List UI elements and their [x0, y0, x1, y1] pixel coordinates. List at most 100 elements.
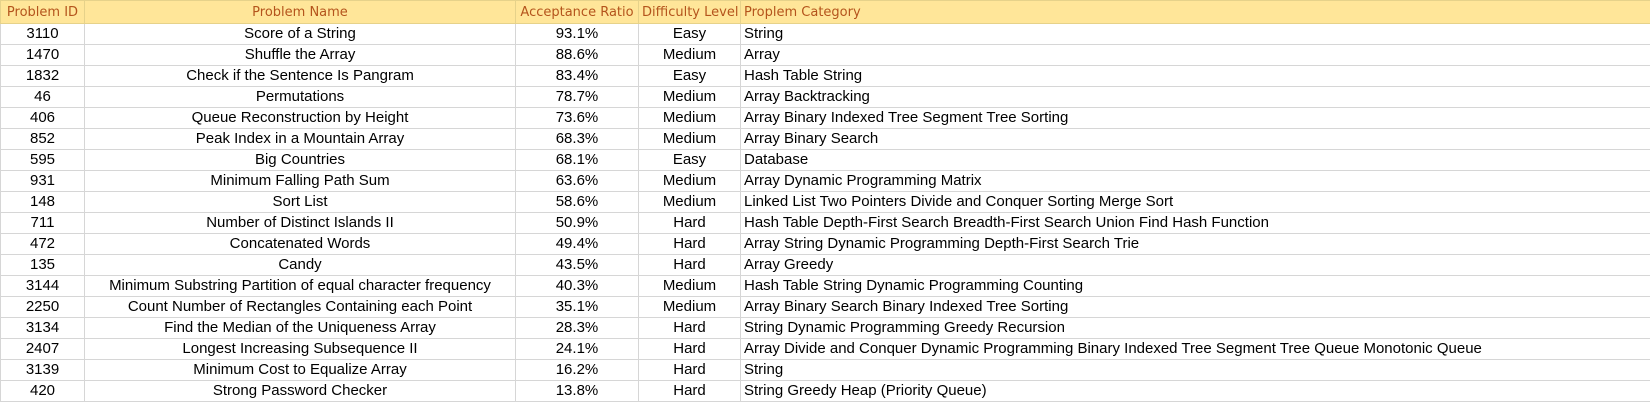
- acceptance-ratio-cell[interactable]: 58.6%: [515, 191, 639, 213]
- problem-name-cell[interactable]: Minimum Cost to Equalize Array: [84, 359, 516, 381]
- problem-name-cell[interactable]: Find the Median of the Uniqueness Array: [84, 317, 516, 339]
- problem-id-cell[interactable]: 3110: [0, 23, 85, 45]
- difficulty-level-cell[interactable]: Easy: [638, 149, 741, 171]
- problem-name-cell[interactable]: Count Number of Rectangles Containing ea…: [84, 296, 516, 318]
- problem-id-cell[interactable]: 2250: [0, 296, 85, 318]
- problem-id-cell[interactable]: 1832: [0, 65, 85, 87]
- problem-name-cell[interactable]: Minimum Falling Path Sum: [84, 170, 516, 192]
- problem-category-cell[interactable]: Array Greedy: [740, 254, 1650, 276]
- problem-id-cell[interactable]: 2407: [0, 338, 85, 360]
- acceptance-ratio-cell[interactable]: 78.7%: [515, 86, 639, 108]
- problem-name-cell[interactable]: Score of a String: [84, 23, 516, 45]
- problem-name-cell[interactable]: Minimum Substring Partition of equal cha…: [84, 275, 516, 297]
- header-problem-name[interactable]: Problem Name: [84, 0, 516, 24]
- problem-name-cell[interactable]: Permutations: [84, 86, 516, 108]
- problem-id-cell[interactable]: 472: [0, 233, 85, 255]
- difficulty-level-cell[interactable]: Hard: [638, 233, 741, 255]
- acceptance-ratio-cell[interactable]: 83.4%: [515, 65, 639, 87]
- problem-id-cell[interactable]: 135: [0, 254, 85, 276]
- acceptance-ratio-cell[interactable]: 24.1%: [515, 338, 639, 360]
- acceptance-ratio-cell[interactable]: 63.6%: [515, 170, 639, 192]
- problem-category-cell[interactable]: String Greedy Heap (Priority Queue): [740, 380, 1650, 402]
- problem-category-cell[interactable]: Array Divide and Conquer Dynamic Program…: [740, 338, 1650, 360]
- acceptance-ratio-cell[interactable]: 13.8%: [515, 380, 639, 402]
- difficulty-level-cell[interactable]: Hard: [638, 212, 741, 234]
- problem-category-cell[interactable]: Hash Table String: [740, 65, 1650, 87]
- acceptance-ratio-cell[interactable]: 40.3%: [515, 275, 639, 297]
- difficulty-level-cell[interactable]: Hard: [638, 254, 741, 276]
- problem-category-cell[interactable]: Array Binary Indexed Tree Segment Tree S…: [740, 107, 1650, 129]
- problem-name-cell[interactable]: Check if the Sentence Is Pangram: [84, 65, 516, 87]
- problem-name-cell[interactable]: Big Countries: [84, 149, 516, 171]
- acceptance-ratio-cell[interactable]: 16.2%: [515, 359, 639, 381]
- acceptance-ratio-cell[interactable]: 35.1%: [515, 296, 639, 318]
- difficulty-level-cell[interactable]: Hard: [638, 359, 741, 381]
- difficulty-level-cell[interactable]: Medium: [638, 296, 741, 318]
- problem-category-cell[interactable]: String Dynamic Programming Greedy Recurs…: [740, 317, 1650, 339]
- difficulty-level-cell[interactable]: Medium: [638, 191, 741, 213]
- acceptance-ratio-cell[interactable]: 50.9%: [515, 212, 639, 234]
- problem-id-cell[interactable]: 46: [0, 86, 85, 108]
- header-acceptance-ratio[interactable]: Acceptance Ratio: [515, 0, 639, 24]
- problem-category-cell[interactable]: Database: [740, 149, 1650, 171]
- problem-category-cell[interactable]: Hash Table Depth-First Search Breadth-Fi…: [740, 212, 1650, 234]
- acceptance-ratio-cell[interactable]: 28.3%: [515, 317, 639, 339]
- acceptance-ratio-cell[interactable]: 49.4%: [515, 233, 639, 255]
- difficulty-level-cell[interactable]: Easy: [638, 23, 741, 45]
- problem-id-cell[interactable]: 931: [0, 170, 85, 192]
- problem-id-cell[interactable]: 148: [0, 191, 85, 213]
- problem-category-cell[interactable]: Linked List Two Pointers Divide and Conq…: [740, 191, 1650, 213]
- difficulty-level-cell[interactable]: Medium: [638, 128, 741, 150]
- acceptance-ratio-cell[interactable]: 68.3%: [515, 128, 639, 150]
- problem-name-cell[interactable]: Queue Reconstruction by Height: [84, 107, 516, 129]
- difficulty-level-cell[interactable]: Hard: [638, 380, 741, 402]
- problem-category-cell[interactable]: Array Backtracking: [740, 86, 1650, 108]
- problem-name-cell[interactable]: Strong Password Checker: [84, 380, 516, 402]
- problem-name-cell[interactable]: Longest Increasing Subsequence II: [84, 338, 516, 360]
- difficulty-level-cell[interactable]: Medium: [638, 107, 741, 129]
- difficulty-level-cell[interactable]: Hard: [638, 317, 741, 339]
- acceptance-ratio-cell[interactable]: 93.1%: [515, 23, 639, 45]
- difficulty-level-cell[interactable]: Medium: [638, 170, 741, 192]
- problem-name-cell[interactable]: Concatenated Words: [84, 233, 516, 255]
- difficulty-level-cell[interactable]: Easy: [638, 65, 741, 87]
- problem-id-cell[interactable]: 406: [0, 107, 85, 129]
- problem-id-cell[interactable]: 852: [0, 128, 85, 150]
- problem-category-cell[interactable]: Array Binary Search: [740, 128, 1650, 150]
- problem-id-cell[interactable]: 711: [0, 212, 85, 234]
- problem-id-cell[interactable]: 3144: [0, 275, 85, 297]
- problem-category-cell[interactable]: Array Dynamic Programming Matrix: [740, 170, 1650, 192]
- problem-id-cell[interactable]: 420: [0, 380, 85, 402]
- difficulty-level-cell[interactable]: Hard: [638, 338, 741, 360]
- problem-name-cell[interactable]: Number of Distinct Islands II: [84, 212, 516, 234]
- problem-category-cell[interactable]: String: [740, 359, 1650, 381]
- difficulty-level-cell[interactable]: Medium: [638, 44, 741, 66]
- problem-category-cell[interactable]: Array String Dynamic Programming Depth-F…: [740, 233, 1650, 255]
- problem-name-cell[interactable]: Candy: [84, 254, 516, 276]
- problem-id-cell[interactable]: 595: [0, 149, 85, 171]
- header-difficulty-level[interactable]: Difficulty Level: [638, 0, 741, 24]
- problem-id-cell[interactable]: 1470: [0, 44, 85, 66]
- header-problem-id[interactable]: Problem ID: [0, 0, 85, 24]
- problem-category-cell[interactable]: Hash Table String Dynamic Programming Co…: [740, 275, 1650, 297]
- problem-category-cell[interactable]: Array Binary Search Binary Indexed Tree …: [740, 296, 1650, 318]
- problem-id-cell[interactable]: 3139: [0, 359, 85, 381]
- problem-category-cell[interactable]: Array: [740, 44, 1650, 66]
- problem-name-cell[interactable]: Sort List: [84, 191, 516, 213]
- problem-name-cell[interactable]: Peak Index in a Mountain Array: [84, 128, 516, 150]
- problem-id-cell[interactable]: 3134: [0, 317, 85, 339]
- difficulty-level-cell[interactable]: Medium: [638, 86, 741, 108]
- problem-category-cell[interactable]: String: [740, 23, 1650, 45]
- acceptance-ratio-cell[interactable]: 88.6%: [515, 44, 639, 66]
- header-problem-category[interactable]: Proplem Category: [740, 0, 1650, 24]
- acceptance-ratio-cell[interactable]: 68.1%: [515, 149, 639, 171]
- problem-name-cell[interactable]: Shuffle the Array: [84, 44, 516, 66]
- acceptance-ratio-cell[interactable]: 73.6%: [515, 107, 639, 129]
- acceptance-ratio-cell[interactable]: 43.5%: [515, 254, 639, 276]
- difficulty-level-cell[interactable]: Medium: [638, 275, 741, 297]
